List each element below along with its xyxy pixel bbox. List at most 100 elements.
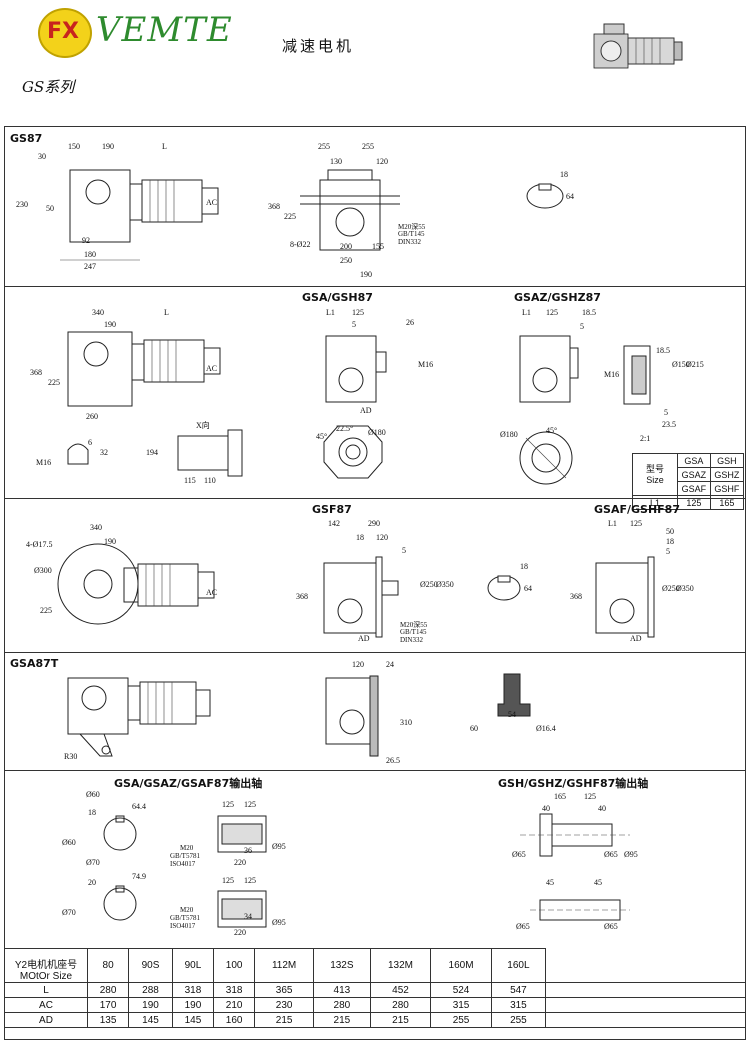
dim-label: Ø65 — [512, 850, 526, 859]
dim-label: Ø95 — [272, 918, 286, 927]
drawing-frame — [4, 126, 746, 1040]
dim-label: 130 — [330, 157, 342, 166]
motor-size-table: Y2电机机座号 MOtOr Size 80 90S 90L 100 112M 1… — [4, 948, 746, 1028]
dim-label: 64.4 — [132, 802, 146, 811]
table-cell: 255 — [490, 1012, 547, 1028]
dim-label: 26 — [406, 318, 414, 327]
dim-label: AD — [630, 634, 642, 643]
dim-label: 220 — [234, 928, 246, 937]
hollow-shaft-70-section — [103, 885, 137, 921]
table-header-cell: 100 — [213, 948, 256, 983]
dim-label: Ø350 — [676, 584, 694, 593]
gsf-side-view — [57, 543, 215, 625]
dim-label: 23.5 — [662, 420, 676, 429]
table-cell: 280 — [86, 982, 130, 998]
dim-label: 225 — [48, 378, 60, 387]
table-cell: 135 — [86, 1012, 130, 1028]
brand-logo: FX — [38, 8, 92, 58]
dim-label: 50 — [46, 204, 54, 213]
gsa-side-view — [67, 331, 221, 407]
dim-label: 200 — [340, 242, 352, 251]
note-label: GB/T145 — [398, 230, 425, 238]
dim-label: 125 — [546, 308, 558, 317]
dim-label: 20 — [88, 878, 96, 887]
table-cell: 280 — [369, 997, 432, 1013]
dim-label: L1 — [608, 519, 617, 528]
table-header-cell: 80 — [86, 948, 130, 983]
table-cell: 170 — [86, 997, 130, 1013]
dim-label: 220 — [234, 858, 246, 867]
note-label: M20 — [180, 906, 194, 914]
product-photo — [588, 20, 688, 76]
dim-label: Ø65 — [516, 922, 530, 931]
dim-label: 64 — [566, 192, 574, 201]
model-cell: 165 — [709, 495, 745, 510]
model-cell: GSAZ — [677, 467, 711, 482]
dim-label: AC — [206, 588, 218, 597]
table-cell: 318 — [213, 982, 256, 998]
gsaz-front-view — [519, 335, 579, 403]
section-label: GSAZ/GSHZ87 — [514, 291, 601, 304]
gsaz-shrink-disc — [623, 345, 651, 405]
table-row-label: AD — [4, 1012, 88, 1028]
dim-label: 190 — [104, 320, 116, 329]
note-label: M20深55 — [400, 621, 428, 629]
dim-label: Ø180 — [368, 428, 386, 437]
divider — [4, 652, 746, 653]
hollow-shaft-60-section — [103, 815, 137, 851]
gs87-shaft-section — [526, 183, 564, 209]
dim-label: M16 — [604, 370, 620, 379]
dim-label: 368 — [268, 202, 280, 211]
dim-label: 40 — [598, 804, 606, 813]
dim-label: 8-Ø22 — [290, 240, 311, 249]
note-label: DIN332 — [398, 238, 421, 246]
table-cell: 452 — [369, 982, 432, 998]
divider — [4, 770, 746, 771]
dim-label: 40 — [542, 804, 550, 813]
table-spacer — [545, 948, 746, 983]
note-label: GB/T145 — [400, 628, 427, 636]
dim-label: M16 — [418, 360, 434, 369]
dim-label: 155 — [372, 242, 384, 251]
gsf-front-view — [323, 556, 399, 638]
model-cell: 125 — [677, 495, 711, 510]
dim-label: Ø70 — [86, 858, 100, 867]
dim-label: Ø16.4 — [536, 724, 556, 733]
model-table-size-label: 型号 Size — [632, 453, 678, 496]
dim-label: 18.5 — [582, 308, 596, 317]
dim-label: 18.5 — [656, 346, 670, 355]
dim-label: 45 — [594, 878, 602, 887]
dim-label: 5 — [666, 547, 670, 556]
dim-label: 125 — [352, 308, 364, 317]
dim-label: 190 — [104, 537, 116, 546]
divider — [4, 286, 746, 287]
dim-label: 34 — [244, 912, 252, 921]
gs87-front-view — [300, 169, 400, 251]
dim-label: Ø60 — [62, 838, 76, 847]
table-cell: 255 — [430, 1012, 492, 1028]
table-row-label: AC — [4, 997, 88, 1013]
model-cell: GSA — [677, 453, 711, 468]
section-label: GSA/GSH87 — [302, 291, 373, 304]
dim-label: 247 — [84, 262, 96, 271]
dim-label: 194 — [146, 448, 158, 457]
dim-label: 18 — [666, 537, 674, 546]
note-label: ISO4017 — [170, 860, 196, 868]
brand-name: VEMTE — [96, 10, 233, 50]
dim-label: 125 — [584, 792, 596, 801]
dim-label: AC — [206, 364, 218, 373]
table-row: AD 135 145 145 160 215 215 215 255 255 — [4, 1012, 746, 1028]
section-label: GSA/GSAZ/GSAF87输出轴 — [114, 777, 263, 790]
table-header-cell: 160M — [430, 948, 492, 983]
dim-label: 2:1 — [640, 434, 651, 443]
divider — [4, 498, 746, 499]
dim-label: 255 — [362, 142, 374, 151]
dim-label: L — [164, 308, 169, 317]
dim-label: 120 — [352, 660, 364, 669]
section-label: GS87 — [10, 132, 43, 145]
dim-label: Ø65 — [604, 922, 618, 931]
model-table: 型号 Size GSA GSH GSAZ GSHZ GSAF GSHF L1 1… — [632, 453, 745, 510]
table-cell: 280 — [313, 997, 371, 1013]
table-spacer — [545, 1012, 746, 1028]
table-row-label: L — [4, 982, 88, 998]
